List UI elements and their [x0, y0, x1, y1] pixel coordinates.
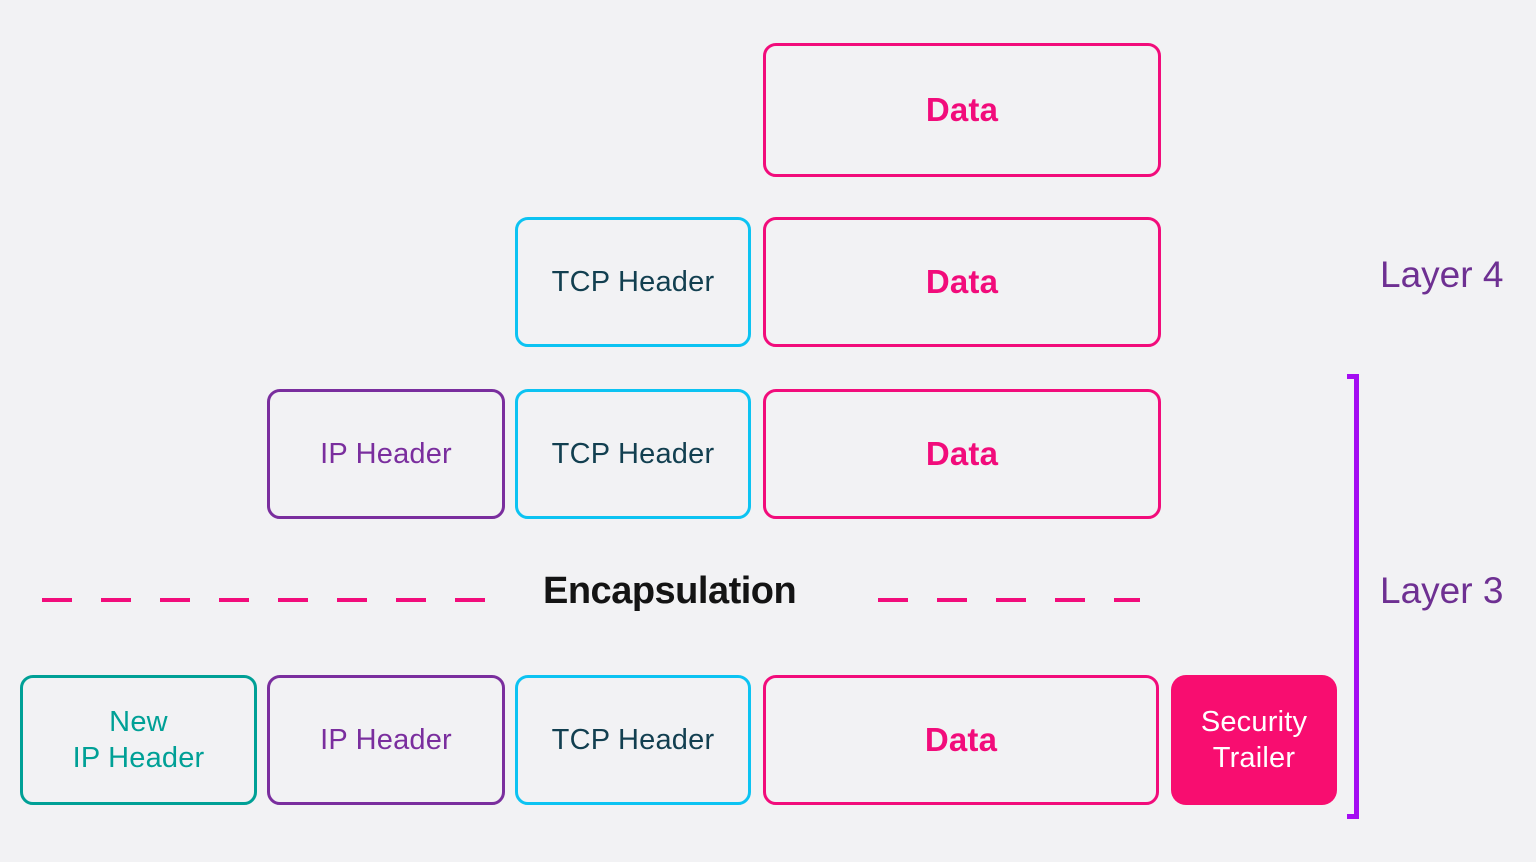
data-box-row3: Data: [763, 389, 1161, 519]
data-box-label: Data: [925, 91, 999, 129]
ip-header-box-row3: IP Header: [267, 389, 505, 519]
data-box-label: Data: [924, 721, 998, 759]
data-box-label: Data: [925, 263, 999, 301]
tcp-header-box-row2: TCP Header: [515, 217, 751, 347]
encapsulation-label: Encapsulation: [543, 570, 797, 612]
layer3-label: Layer 3: [1380, 570, 1504, 611]
data-box-label: Data: [925, 435, 999, 473]
tcp-header-label: TCP Header: [551, 265, 715, 298]
data-box-row2: Data: [763, 217, 1161, 347]
data-box-row1: Data: [763, 43, 1161, 177]
ip-header-label: IP Header: [320, 723, 452, 756]
new-ip-header-box: New IP Header: [20, 675, 257, 805]
data-box-row4: Data: [763, 675, 1159, 805]
tcp-header-box-row3: TCP Header: [515, 389, 751, 519]
tcp-header-label: TCP Header: [551, 437, 715, 470]
dashed-divider-right: [878, 598, 1140, 602]
layer4-label: Layer 4: [1380, 254, 1504, 295]
new-ip-header-label: New IP Header: [72, 705, 205, 774]
security-trailer-box: Security Trailer: [1171, 675, 1337, 805]
security-trailer-label: Security Trailer: [1200, 705, 1308, 774]
ip-header-box-row4: IP Header: [267, 675, 505, 805]
tcp-header-label: TCP Header: [551, 723, 715, 756]
tcp-header-box-row4: TCP Header: [515, 675, 751, 805]
ip-header-label: IP Header: [320, 437, 452, 470]
dashed-divider-left: [42, 598, 486, 602]
layer3-bracket: [1347, 374, 1359, 819]
